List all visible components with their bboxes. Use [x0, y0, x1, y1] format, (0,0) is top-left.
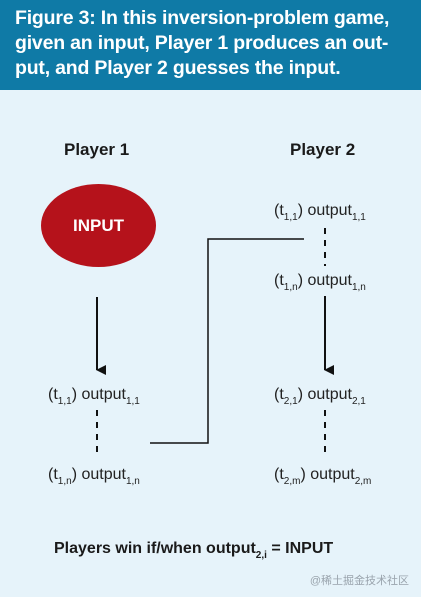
caption-line-1: Figure 3: In this inversion-problem game…: [15, 7, 390, 29]
p1-output-first: (t1,1) output1,1: [48, 386, 140, 407]
diagram-panel: [0, 90, 421, 597]
p1-output-last: (t1,n) output1,n: [48, 466, 140, 487]
figure-caption: Figure 3: In this inversion-problem game…: [15, 6, 415, 81]
p2-output-d: (t2,m) output2,m: [274, 466, 372, 487]
p2-output-b: (t1,n) output1,n: [274, 272, 366, 293]
input-label: INPUT: [73, 215, 124, 235]
watermark: @稀土掘金技术社区: [309, 575, 409, 587]
p2-output-a: (t1,1) output1,1: [274, 202, 366, 223]
player-2-heading: Player 2: [290, 140, 356, 159]
player-1-heading: Player 1: [64, 140, 130, 159]
win-condition: Players win if/when output2,i = INPUT: [54, 540, 334, 561]
input-oval: [41, 184, 156, 267]
figure-header: Figure 3: In this inversion-problem game…: [0, 0, 421, 90]
caption-line-3: put, and Player 2 guesses the input.: [15, 57, 341, 79]
handoff-connector: [150, 238, 304, 444]
p2-output-c: (t2,1) output2,1: [274, 386, 366, 407]
caption-line-2: given an input, Player 1 produces an out…: [15, 32, 389, 54]
